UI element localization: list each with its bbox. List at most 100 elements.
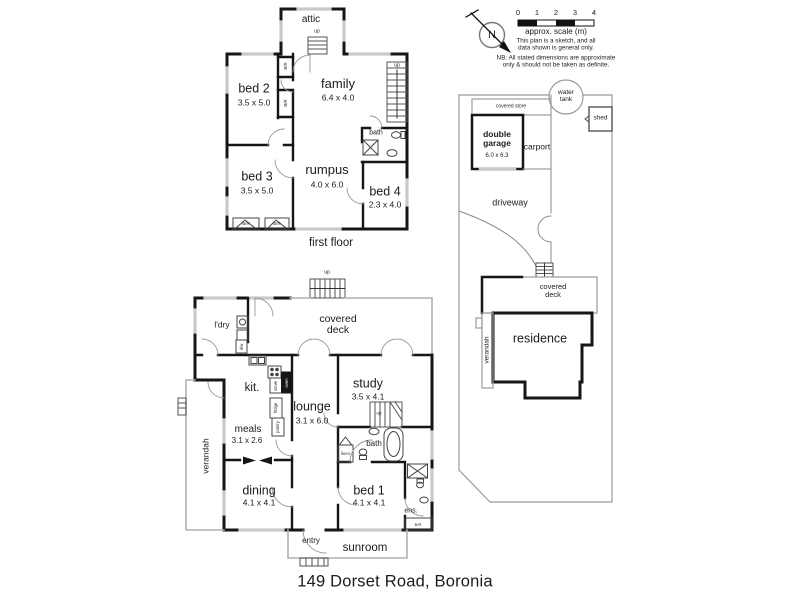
cooktop-icon xyxy=(267,365,282,379)
ensuite-fixtures xyxy=(404,463,433,531)
site-verandah-outline xyxy=(475,312,494,389)
stove-label: stove xyxy=(272,380,278,391)
covered-store-label: covered store xyxy=(495,103,527,110)
scale-tick-1: 1 xyxy=(534,8,540,18)
room-label-bed1: bed 1 xyxy=(353,483,385,498)
first-floor-interior-walls xyxy=(225,52,409,231)
ground-floor-deck-rails xyxy=(289,297,433,356)
disclaimer-line-1: This plan is a sketch, and all xyxy=(516,37,596,45)
linen-closet xyxy=(337,436,354,463)
robe-label: B/R xyxy=(282,99,288,107)
disclaimer-line-3: NB: All stated dimensions are approximat… xyxy=(496,54,616,62)
carport-label: carport xyxy=(523,141,551,152)
ground-floor-bath-fixtures xyxy=(358,427,404,462)
water-tank-label: water tank xyxy=(558,89,574,103)
site-boundary xyxy=(458,94,613,503)
disclaimer-line-4: only & should not be taken as definite. xyxy=(502,61,610,69)
room-label-meals: meals xyxy=(234,423,262,435)
ground-floor-windows xyxy=(193,296,434,532)
room-label-sunroom: sunroom xyxy=(342,541,388,554)
robe-label: B/R xyxy=(414,521,422,527)
page-title: 149 Dorset Road, Boronia xyxy=(297,572,493,591)
room-dims-lounge: 3.1 x 6.0 xyxy=(295,415,329,426)
robe-label: B/R xyxy=(242,220,250,226)
scale-tick-3: 3 xyxy=(572,8,578,18)
entry-steps xyxy=(299,557,329,567)
room-label-laundry: l'dry xyxy=(214,319,230,330)
room-label-bath-ff: bath xyxy=(369,129,383,137)
basin-icon xyxy=(419,496,429,504)
entry-label: entry xyxy=(302,535,320,545)
ground-floor-door-arcs xyxy=(201,297,424,554)
site-covered-deck-label: covered deck xyxy=(539,282,567,299)
room-dims-meals: 3.1 x 2.6 xyxy=(231,435,263,445)
bathtub-icon xyxy=(383,427,404,462)
first-floor-windows xyxy=(225,7,409,231)
scale-label: approx. scale (m) xyxy=(525,26,587,36)
room-label-rumpus: rumpus xyxy=(305,162,349,178)
toilet-icon xyxy=(416,478,424,489)
shower-icon xyxy=(406,463,429,479)
first-floor-door-arcs xyxy=(267,54,383,205)
stairs-up-label: up xyxy=(314,28,320,35)
driveway-label: driveway xyxy=(492,197,528,208)
trough-icon xyxy=(236,315,249,329)
ground-floor-stairs xyxy=(369,401,403,428)
first-floor-robes xyxy=(232,217,290,230)
garage-dims: 6.0 x 6.3 xyxy=(485,152,509,159)
shower-icon xyxy=(362,139,379,156)
verandah-rails xyxy=(177,379,225,531)
room-dims-bed4: 2.3 x 4.0 xyxy=(368,199,402,210)
residence-outline xyxy=(491,311,594,400)
sink-icon xyxy=(248,355,267,366)
disclaimer-line-2: data shown is general only. xyxy=(518,44,594,52)
first-floor-stairs xyxy=(386,61,408,123)
wall-oven-icon xyxy=(281,371,293,394)
room-label-study: study xyxy=(353,376,383,391)
room-dims-bed2: 3.5 x 5.0 xyxy=(237,97,271,108)
toilet-icon xyxy=(391,131,406,139)
linen-label: linen xyxy=(341,450,350,456)
room-label-attic: attic xyxy=(301,13,321,25)
room-label-bed4: bed 4 xyxy=(369,184,401,199)
room-label-family: family xyxy=(321,76,355,92)
room-label-lounge: lounge xyxy=(293,399,331,414)
fridge-label: fridge xyxy=(272,402,278,414)
room-label-dining: dining xyxy=(242,483,276,498)
verandah-label: verandah xyxy=(200,438,211,474)
pantry-icon xyxy=(271,417,285,437)
laundry-fixtures xyxy=(236,315,249,341)
scale-tick-2: 2 xyxy=(553,8,559,18)
basin-icon xyxy=(368,427,380,436)
carport-driveway-lines xyxy=(458,94,552,267)
garage-outline xyxy=(470,113,525,171)
shed-outline xyxy=(584,106,613,132)
basin-icon xyxy=(386,149,398,157)
shed-label: shed xyxy=(593,114,608,122)
scale-tick-0: 0 xyxy=(515,8,521,18)
room-label-bed2: bed 2 xyxy=(238,81,270,96)
stairs-up-label: up xyxy=(324,269,330,276)
room-dims-bed1: 4.1 x 4.1 xyxy=(352,497,386,508)
room-dims-family: 6.4 x 4.0 xyxy=(321,92,355,103)
water-tank-outline xyxy=(548,79,584,115)
scale-bar xyxy=(517,19,595,27)
residence-label: residence xyxy=(512,331,568,346)
ground-floor-steps-top xyxy=(309,278,346,299)
first-floor-caption: first floor xyxy=(308,236,354,249)
room-label-covered-deck: covered deck xyxy=(319,312,357,336)
room-label-bed3: bed 3 xyxy=(241,169,273,184)
oven-label: oven xyxy=(283,377,289,388)
stairs-up-label: up xyxy=(394,62,400,69)
room-label-ensuite: ens. xyxy=(404,507,418,515)
room-dims-bed3: 3.5 x 5.0 xyxy=(240,185,274,196)
stairs-up-label: up xyxy=(376,410,382,416)
site-verandah-label: verandah xyxy=(483,336,491,364)
robe-label: B/R xyxy=(273,220,281,226)
compass-letter: N xyxy=(488,29,496,42)
scale-tick-4: 4 xyxy=(591,8,597,18)
robe-label: B/R xyxy=(282,62,288,70)
room-dims-dining: 4.1 x 4.1 xyxy=(242,497,276,508)
